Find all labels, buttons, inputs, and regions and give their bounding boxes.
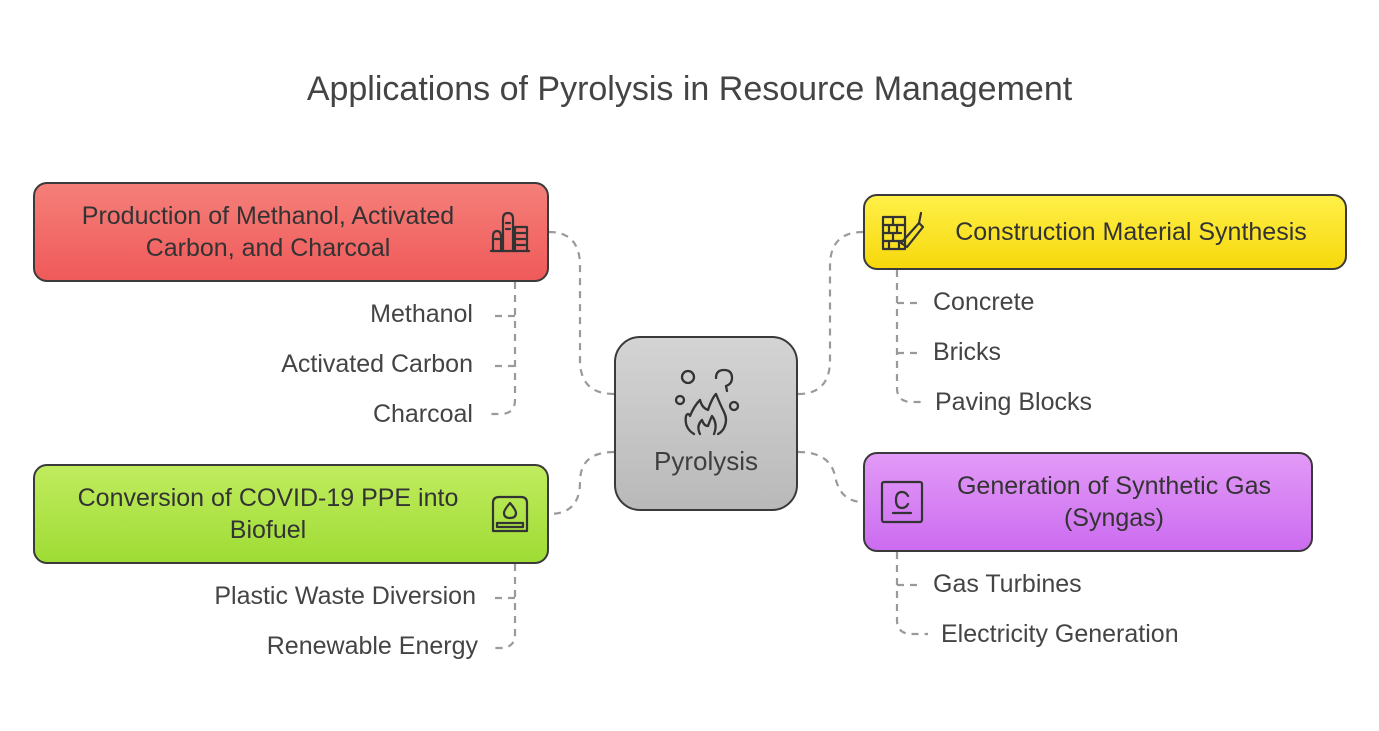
connector-purple-leaves — [895, 552, 928, 636]
leaf-renewable-energy: Renewable Energy — [266, 632, 478, 660]
branch-methanol-label: Production of Methanol, Activated Carbon… — [81, 201, 455, 263]
branch-biofuel-box: Conversion of COVID-19 PPE into Biofuel — [33, 464, 549, 564]
center-node: Pyrolysis — [614, 336, 798, 511]
center-label: Pyrolysis — [653, 446, 758, 476]
fuel-tank-icon — [491, 495, 529, 533]
branch-syngas-box: Generation of Synthetic Gas (Syngas) — [863, 452, 1313, 552]
leaf-charcoal: Charcoal — [372, 400, 473, 428]
connector-yellow-leaves — [895, 270, 924, 404]
leaf-activated-carbon: Activated Carbon — [281, 350, 473, 378]
connector-center-red — [548, 230, 615, 396]
branch-methanol-box: Production of Methanol, Activated Carbon… — [33, 182, 549, 282]
connector-center-green — [548, 450, 615, 516]
branch-construction-box: Construction Material Synthesis — [863, 194, 1347, 270]
connector-center-yellow — [797, 230, 864, 396]
leaf-bricks: Bricks — [933, 338, 1002, 366]
connector-red-leaves — [490, 282, 517, 416]
connector-center-purple — [797, 450, 864, 504]
connector-green-leaves — [490, 564, 517, 650]
leaf-paving-blocks: Paving Blocks — [935, 388, 1093, 416]
branch-construction-label: Construction Material Synthesis — [955, 217, 1307, 246]
leaf-plastic-waste-diversion: Plastic Waste Diversion — [214, 582, 476, 610]
leaf-gas-turbines: Gas Turbines — [933, 570, 1082, 598]
diagram-title: Applications of Pyrolysis in Resource Ma… — [306, 70, 1073, 108]
fire-bubbles-icon — [674, 368, 740, 436]
brick-wall-trowel-icon — [881, 211, 925, 251]
branch-syngas-label: Generation of Synthetic Gas (Syngas) — [956, 471, 1272, 533]
carbon-element-icon — [880, 480, 924, 524]
leaf-methanol: Methanol — [370, 300, 473, 328]
leaf-concrete: Concrete — [933, 288, 1035, 316]
factory-icon — [489, 211, 531, 253]
leaf-electricity-generation: Electricity Generation — [941, 620, 1179, 648]
branch-biofuel-label: Conversion of COVID-19 PPE into Biofuel — [77, 483, 459, 545]
